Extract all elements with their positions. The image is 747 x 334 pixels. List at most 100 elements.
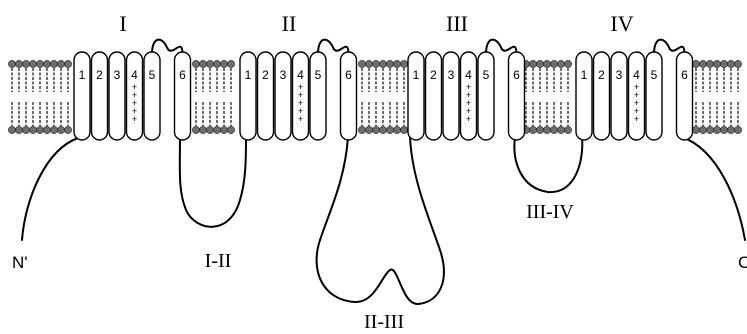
helix-s3 <box>109 52 125 140</box>
lipid-head <box>400 126 407 133</box>
lipid-head <box>36 60 43 67</box>
segment-s4: 4+++++ <box>461 52 477 140</box>
loop-label-iii-iv: III-IV <box>526 201 574 223</box>
segment-s5: 5 <box>478 52 494 140</box>
lipid-head <box>192 126 199 133</box>
positive-charge-mark: + <box>132 114 137 124</box>
helix-s6 <box>677 52 693 140</box>
lipid-head <box>713 126 720 133</box>
segment-number: 6 <box>681 68 688 82</box>
lipid-head <box>713 60 720 67</box>
helix-s2 <box>594 52 610 140</box>
segment-number: 3 <box>114 68 121 82</box>
lipid-head <box>699 126 706 133</box>
helix-s1 <box>576 52 592 140</box>
lipid-head <box>227 126 234 133</box>
lipid-head <box>557 126 564 133</box>
helix-s5 <box>310 52 326 140</box>
domain-label-iii: III <box>446 11 468 36</box>
segment-s1: 1 <box>74 52 90 140</box>
helix-s2 <box>258 52 274 140</box>
segment-s3: 3 <box>611 52 627 140</box>
segment-number: 3 <box>448 68 455 82</box>
segment-number: 4 <box>131 68 138 82</box>
lipid-head <box>692 60 699 67</box>
lipid-head <box>220 126 227 133</box>
segment-s2: 2 <box>258 52 274 140</box>
helix-s3 <box>611 52 627 140</box>
lipid-head <box>36 126 43 133</box>
lipid-head <box>365 126 372 133</box>
lipid-head <box>57 60 64 67</box>
positive-charge-mark: + <box>298 114 303 124</box>
helix-s3 <box>443 52 459 140</box>
segment-number: 2 <box>262 68 269 82</box>
lipid-head <box>699 60 706 67</box>
segment-s3: 3 <box>109 52 125 140</box>
lipid-head <box>386 126 393 133</box>
segment-number: 6 <box>345 68 352 82</box>
segment-s5: 5 <box>310 52 326 140</box>
c-terminus-tail <box>682 137 745 240</box>
lipid-head <box>692 126 699 133</box>
lipid-head <box>358 60 365 67</box>
segment-s4: 4+++++ <box>127 52 143 140</box>
lipid-head <box>365 60 372 67</box>
helix-s5 <box>646 52 662 140</box>
segment-number: 2 <box>598 68 605 82</box>
lipid-head <box>15 126 22 133</box>
intracellular-loops <box>22 137 745 304</box>
loop-ii-iii <box>317 137 444 304</box>
segment-number: 3 <box>616 68 623 82</box>
loop-i-ii <box>180 137 246 227</box>
n-terminus-label: N' <box>12 253 28 272</box>
lipid-head <box>706 126 713 133</box>
lipid-head <box>393 126 400 133</box>
segment-s2: 2 <box>594 52 610 140</box>
segment-s2: 2 <box>92 52 108 140</box>
helix-s6 <box>341 52 357 140</box>
lipid-head <box>29 126 36 133</box>
lipid-head <box>206 126 213 133</box>
lipid-head <box>529 126 536 133</box>
loop-iii-iv <box>514 137 582 192</box>
lipid-head <box>227 60 234 67</box>
segment-s3: 3 <box>443 52 459 140</box>
segment-number: 4 <box>297 68 304 82</box>
helix-s2 <box>426 52 442 140</box>
segment-number: 3 <box>280 68 287 82</box>
segment-s6: 6 <box>175 52 191 140</box>
lipid-head <box>199 126 206 133</box>
lipid-head <box>22 126 29 133</box>
lipid-head <box>400 60 407 67</box>
segment-s1: 1 <box>408 52 424 140</box>
segment-s3: 3 <box>275 52 291 140</box>
segment-s6: 6 <box>509 52 525 140</box>
lipid-head <box>220 60 227 67</box>
lipid-head <box>529 60 536 67</box>
pore-loop <box>654 40 685 54</box>
segment-number: 5 <box>315 68 322 82</box>
lipid-head <box>720 126 727 133</box>
c-terminus-label: C <box>738 253 747 272</box>
helix-s6 <box>175 52 191 140</box>
lipid-head <box>64 126 71 133</box>
lipid-head <box>393 60 400 67</box>
segment-number: 2 <box>430 68 437 82</box>
lipid-head <box>372 126 379 133</box>
segment-number: 6 <box>513 68 520 82</box>
helix-s5 <box>144 52 160 140</box>
helix-s1 <box>74 52 90 140</box>
domain-1: 1234+++++56 <box>74 40 191 140</box>
lipid-head <box>213 126 220 133</box>
segment-s1: 1 <box>576 52 592 140</box>
domain-label-iv: IV <box>610 11 633 36</box>
lipid-head <box>727 126 734 133</box>
positive-charge-mark: + <box>466 114 471 124</box>
lipid-head <box>22 60 29 67</box>
lipid-head <box>379 126 386 133</box>
lipid-head <box>50 126 57 133</box>
segment-number: 6 <box>179 68 186 82</box>
